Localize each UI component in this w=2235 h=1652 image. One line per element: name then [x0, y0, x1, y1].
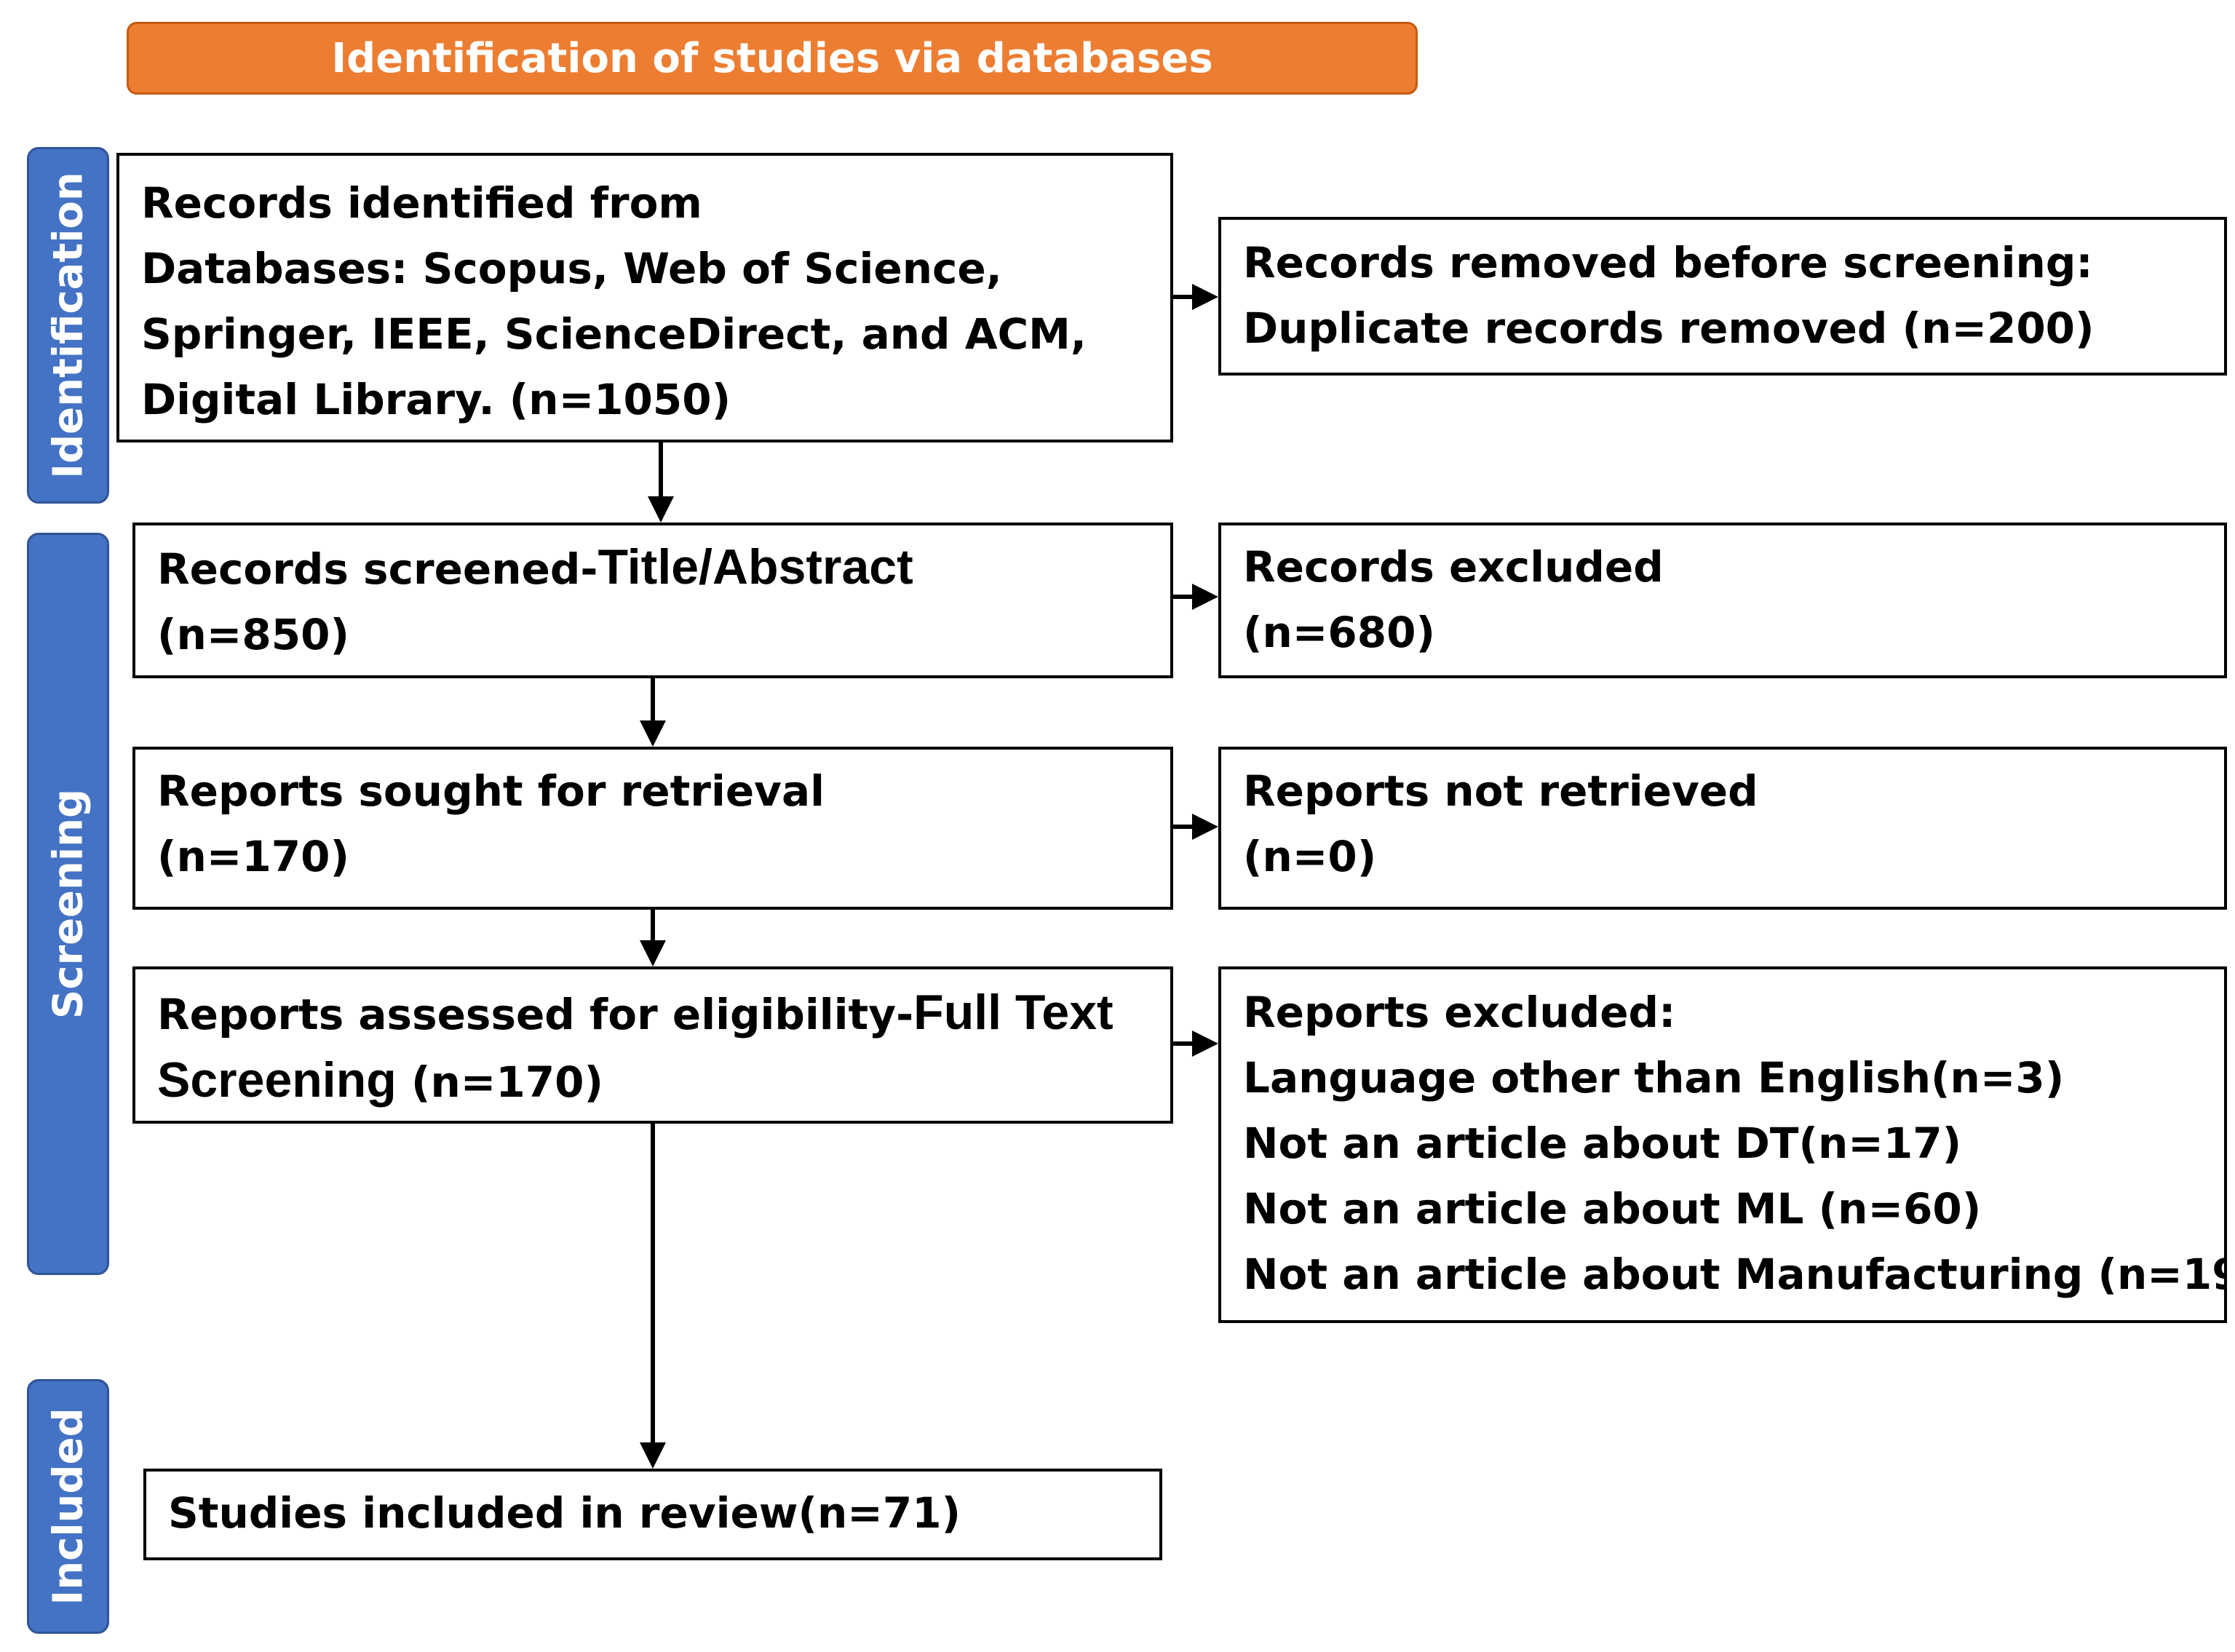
reports-not-retrieved-line-2: (n=0): [1243, 832, 1377, 881]
reports-not-retrieved-line-1: Reports not retrieved: [1243, 766, 1758, 816]
records-removed-line-1: Records removed before screening:: [1243, 238, 2093, 287]
reports-assessed-count: (n=170): [396, 1057, 603, 1107]
studies-included-box: Studies included in review(n=71): [143, 1469, 1162, 1560]
studies-included-line-1: Studies included in review(n=71): [168, 1488, 961, 1538]
reports-sought-line-1: Reports sought for retrieval: [157, 766, 825, 816]
records-identified-line-2: Databases: Scopus, Web of Science,: [141, 244, 1002, 293]
records-removed-box: Records removed before screening: Duplic…: [1218, 217, 2227, 376]
records-excluded-line-1: Records excluded: [1243, 542, 1664, 592]
reports-sought-box: Reports sought for retrieval (n=170): [132, 747, 1173, 910]
reports-excluded-line-4: Not an article about ML (n=60): [1243, 1184, 1982, 1234]
reports-excluded-line-3: Not an article about DT(n=17): [1243, 1119, 1962, 1168]
records-identified-line-1: Records identified from: [141, 178, 702, 228]
phase-identification: Identification: [27, 147, 109, 504]
records-screened-prefix: Records screened-: [157, 544, 598, 594]
reports-not-retrieved-box: Reports not retrieved (n=0): [1218, 747, 2227, 910]
reports-assessed-prefix: Reports assessed for eligibility-: [157, 990, 914, 1039]
header-banner: Identification of studies via databases: [127, 22, 1418, 95]
phase-screening: Screening: [27, 533, 109, 1275]
records-identified-line-3: Springer, IEEE, ScienceDirect, and ACM,: [141, 309, 1087, 359]
reports-sought-line-2: (n=170): [157, 832, 349, 881]
reports-excluded-line-2: Language other than English(n=3): [1243, 1053, 2065, 1103]
reports-excluded-line-5: Not an article about Manufacturing (n=19…: [1243, 1250, 2227, 1299]
phase-included: Included: [27, 1379, 109, 1634]
records-screened-box: Records screened-Title/Abstract (n=850): [132, 523, 1173, 678]
records-excluded-line-2: (n=680): [1243, 608, 1435, 657]
reports-excluded-box: Reports excluded: Language other than En…: [1218, 966, 2227, 1323]
reports-assessed-box: Reports assessed for eligibility-Full Te…: [132, 966, 1173, 1124]
records-excluded-box: Records excluded (n=680): [1218, 523, 2227, 678]
records-screened-emphasis: Title/Abstract: [598, 539, 913, 595]
header-title: Identification of studies via databases: [331, 34, 1213, 82]
reports-assessed-emphasis-1: Full Text: [913, 985, 1113, 1040]
reports-assessed-emphasis-2: Screening: [157, 1052, 397, 1108]
records-identified-box: Records identified from Databases: Scopu…: [116, 153, 1173, 442]
records-removed-line-2: Duplicate records removed (n=200): [1243, 303, 2095, 353]
records-identified-line-4: Digital Library. (n=1050): [141, 375, 731, 424]
records-screened-count: (n=850): [157, 610, 349, 659]
reports-excluded-line-1: Reports excluded:: [1243, 988, 1676, 1037]
